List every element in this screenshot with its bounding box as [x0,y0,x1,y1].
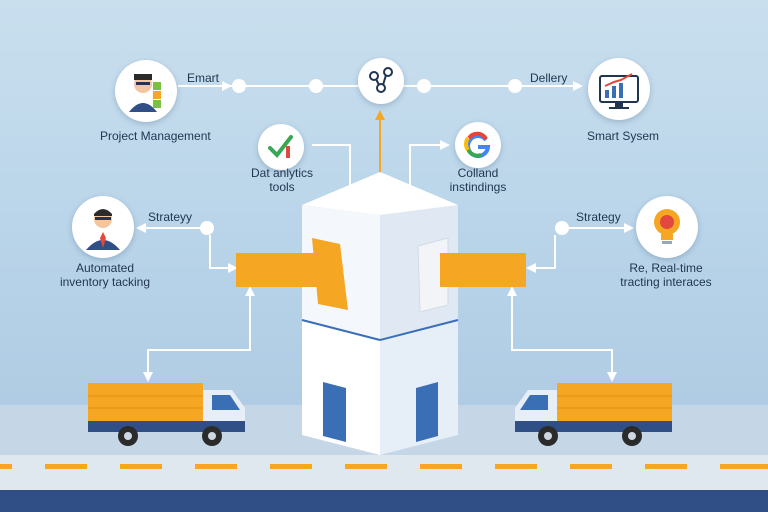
central-building [301,172,459,455]
label-automated-line2: inventory tacking [59,275,151,289]
building-door [416,382,438,442]
label-realtime-line2: tracting interaces [620,275,712,289]
connector-node [417,79,431,93]
connector-left-truck [147,290,251,378]
label-data-analytics: Dat anlytics tools [236,166,328,194]
building-door [323,382,346,442]
label-project-management: Project Management [100,129,211,143]
label-data-analytics-line2: tools [269,180,295,194]
connector-node [508,79,522,93]
connector-right-truck [511,290,613,378]
connector-to-left-panel [209,235,234,269]
connector-to-right-panel [530,235,556,269]
connector-node [309,79,323,93]
road-surface [0,455,768,490]
label-strategy-left: Strateyy [148,210,193,224]
label-strategy-right: Strategy [576,210,621,224]
road-edge [0,490,768,512]
label-delivery: Dellery [530,71,568,85]
project-manager-avatar-icon [115,60,177,122]
label-colland: Colland instindings [424,166,532,194]
label-colland-line1: Colland [457,166,499,180]
right-orange-beam [440,253,526,287]
arrow-head [526,263,536,273]
monitor-chart-icon [588,58,650,120]
left-orange-beam [236,253,322,287]
right-truck [515,383,672,446]
arrow-head [624,223,634,233]
arrow-head [507,286,517,296]
network-tools-icon [358,58,404,104]
label-emart: Emart [187,71,220,85]
label-automated-line1: Automated [75,261,135,275]
label-colland-line2: instindings [449,180,507,194]
arrow-head [573,81,583,91]
arrow-head [136,223,146,233]
checkmark-chart-icon [258,124,304,170]
road-dashes [0,464,768,469]
label-data-analytics-line1: Dat anlytics [250,166,314,180]
label-realtime: Re, Real-time tracting interaces [604,261,728,289]
connector-node [555,221,569,235]
arrow-head [245,286,255,296]
up-arrow-head [375,110,385,120]
arrow-head [143,372,153,382]
google-icon [455,122,501,168]
manager-avatar-icon [72,196,134,258]
connector-node [200,221,214,235]
arrow-head [222,81,232,91]
arrow-head [607,372,617,382]
connector-colland [409,144,445,185]
connector-node [232,79,246,93]
left-truck [88,383,245,446]
label-smart-system: Smart Sysem [587,129,660,143]
connector-analytics [312,144,351,185]
label-automated: Automated inventory tacking [46,261,164,289]
lightbulb-icon [636,196,698,258]
label-realtime-line1: Re, Real-time [629,261,703,275]
arrow-head [228,263,238,273]
arrow-head [440,140,450,150]
